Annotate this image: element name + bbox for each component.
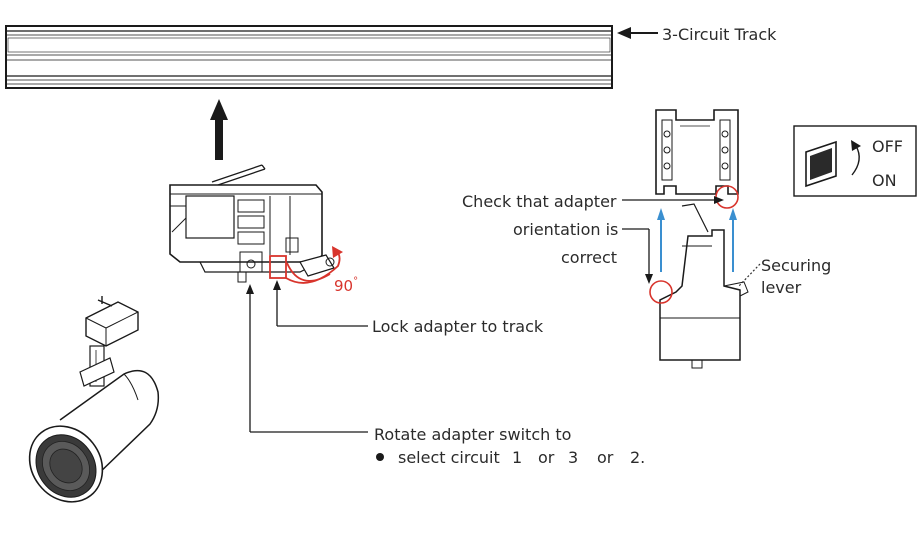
bullet-dot (376, 453, 384, 461)
spotlight-drawing (28, 296, 160, 503)
check-label-line1: Check that adapter (462, 192, 617, 211)
lock-leader-line (273, 280, 368, 327)
select-prefix: select circuit (398, 448, 500, 467)
securing-lever-leader (737, 263, 761, 288)
alignment-guide-arrows (657, 208, 737, 272)
track-cross-section (655, 109, 739, 195)
insert-up-arrow (210, 99, 228, 160)
select-circuit-label: select circuit 1 or 3 or 2. (398, 448, 645, 467)
adapter-drawing (169, 164, 343, 284)
check-label-line2: orientation is (513, 220, 618, 239)
adapter-side-view (659, 203, 749, 369)
rotate-leader-line (246, 284, 368, 433)
switch-off-label: OFF (872, 137, 903, 156)
securing-label-line1: Securing (761, 256, 831, 275)
check-label-line3: correct (561, 248, 617, 267)
angle-label: 90° (334, 276, 358, 295)
or-text-1: or (538, 448, 555, 467)
track-rail (5, 25, 613, 89)
switch-on-label: ON (872, 171, 897, 190)
rotate-label: Rotate adapter switch to (374, 425, 571, 444)
securing-label-line2: lever (761, 278, 802, 297)
circuit-option-1: 1 (512, 448, 522, 467)
track-pointer-arrow (617, 27, 658, 39)
lock-label: Lock adapter to track (372, 317, 544, 336)
track-label: 3-Circuit Track (662, 25, 777, 44)
circuit-option-3: 3 (568, 448, 578, 467)
switch-box (793, 125, 917, 197)
adapter-notch-highlight (649, 280, 673, 304)
correct-leader-line (622, 228, 653, 284)
circuit-option-2: 2. (630, 448, 645, 467)
or-text-2: or (597, 448, 614, 467)
track-notch-highlight (715, 185, 739, 209)
check-leader-line (622, 196, 724, 204)
